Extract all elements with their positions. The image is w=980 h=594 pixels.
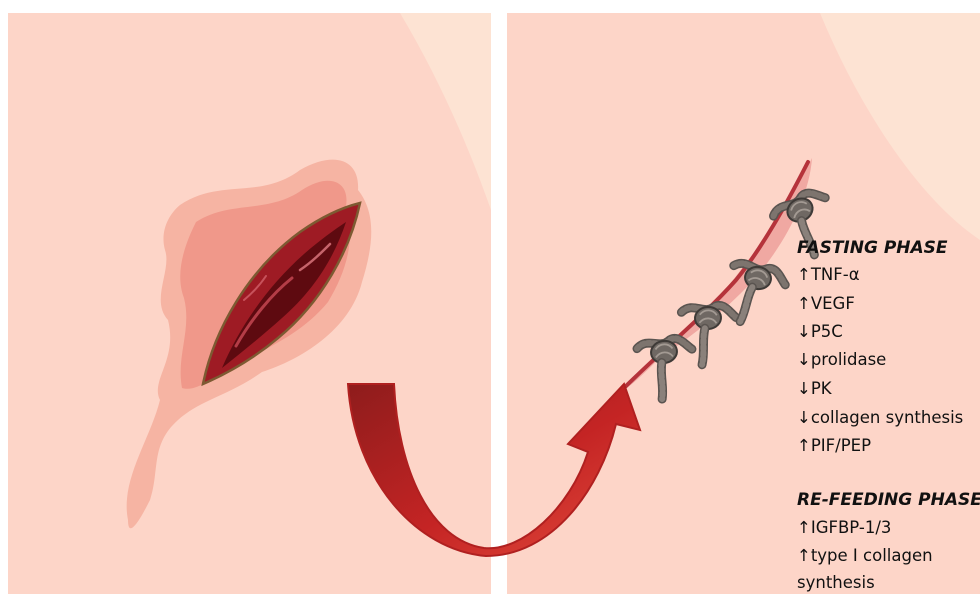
fasting-item-tnf: ↑TNF-α: [797, 264, 860, 286]
fasting-item-pif-pep: ↑PIF/PEP: [797, 435, 871, 457]
fasting-item-prolidase: ↓prolidase: [797, 349, 886, 371]
refeeding-item-synthesis: synthesis: [797, 572, 875, 594]
fasting-item-p5c: ↓P5C: [797, 321, 843, 343]
fasting-phase-header: FASTING PHASE: [797, 237, 948, 259]
refeeding-item-igfbp: ↑IGFBP-1/3: [797, 517, 891, 539]
fasting-item-vegf: ↑VEGF: [797, 293, 855, 315]
fasting-item-collagen-synthesis: ↓collagen synthesis: [797, 407, 963, 429]
refeeding-phase-header: RE-FEEDING PHASE: [797, 489, 980, 511]
fasting-item-pk: ↓PK: [797, 378, 832, 400]
refeeding-item-type-i-collagen: ↑type I collagen: [797, 545, 933, 567]
